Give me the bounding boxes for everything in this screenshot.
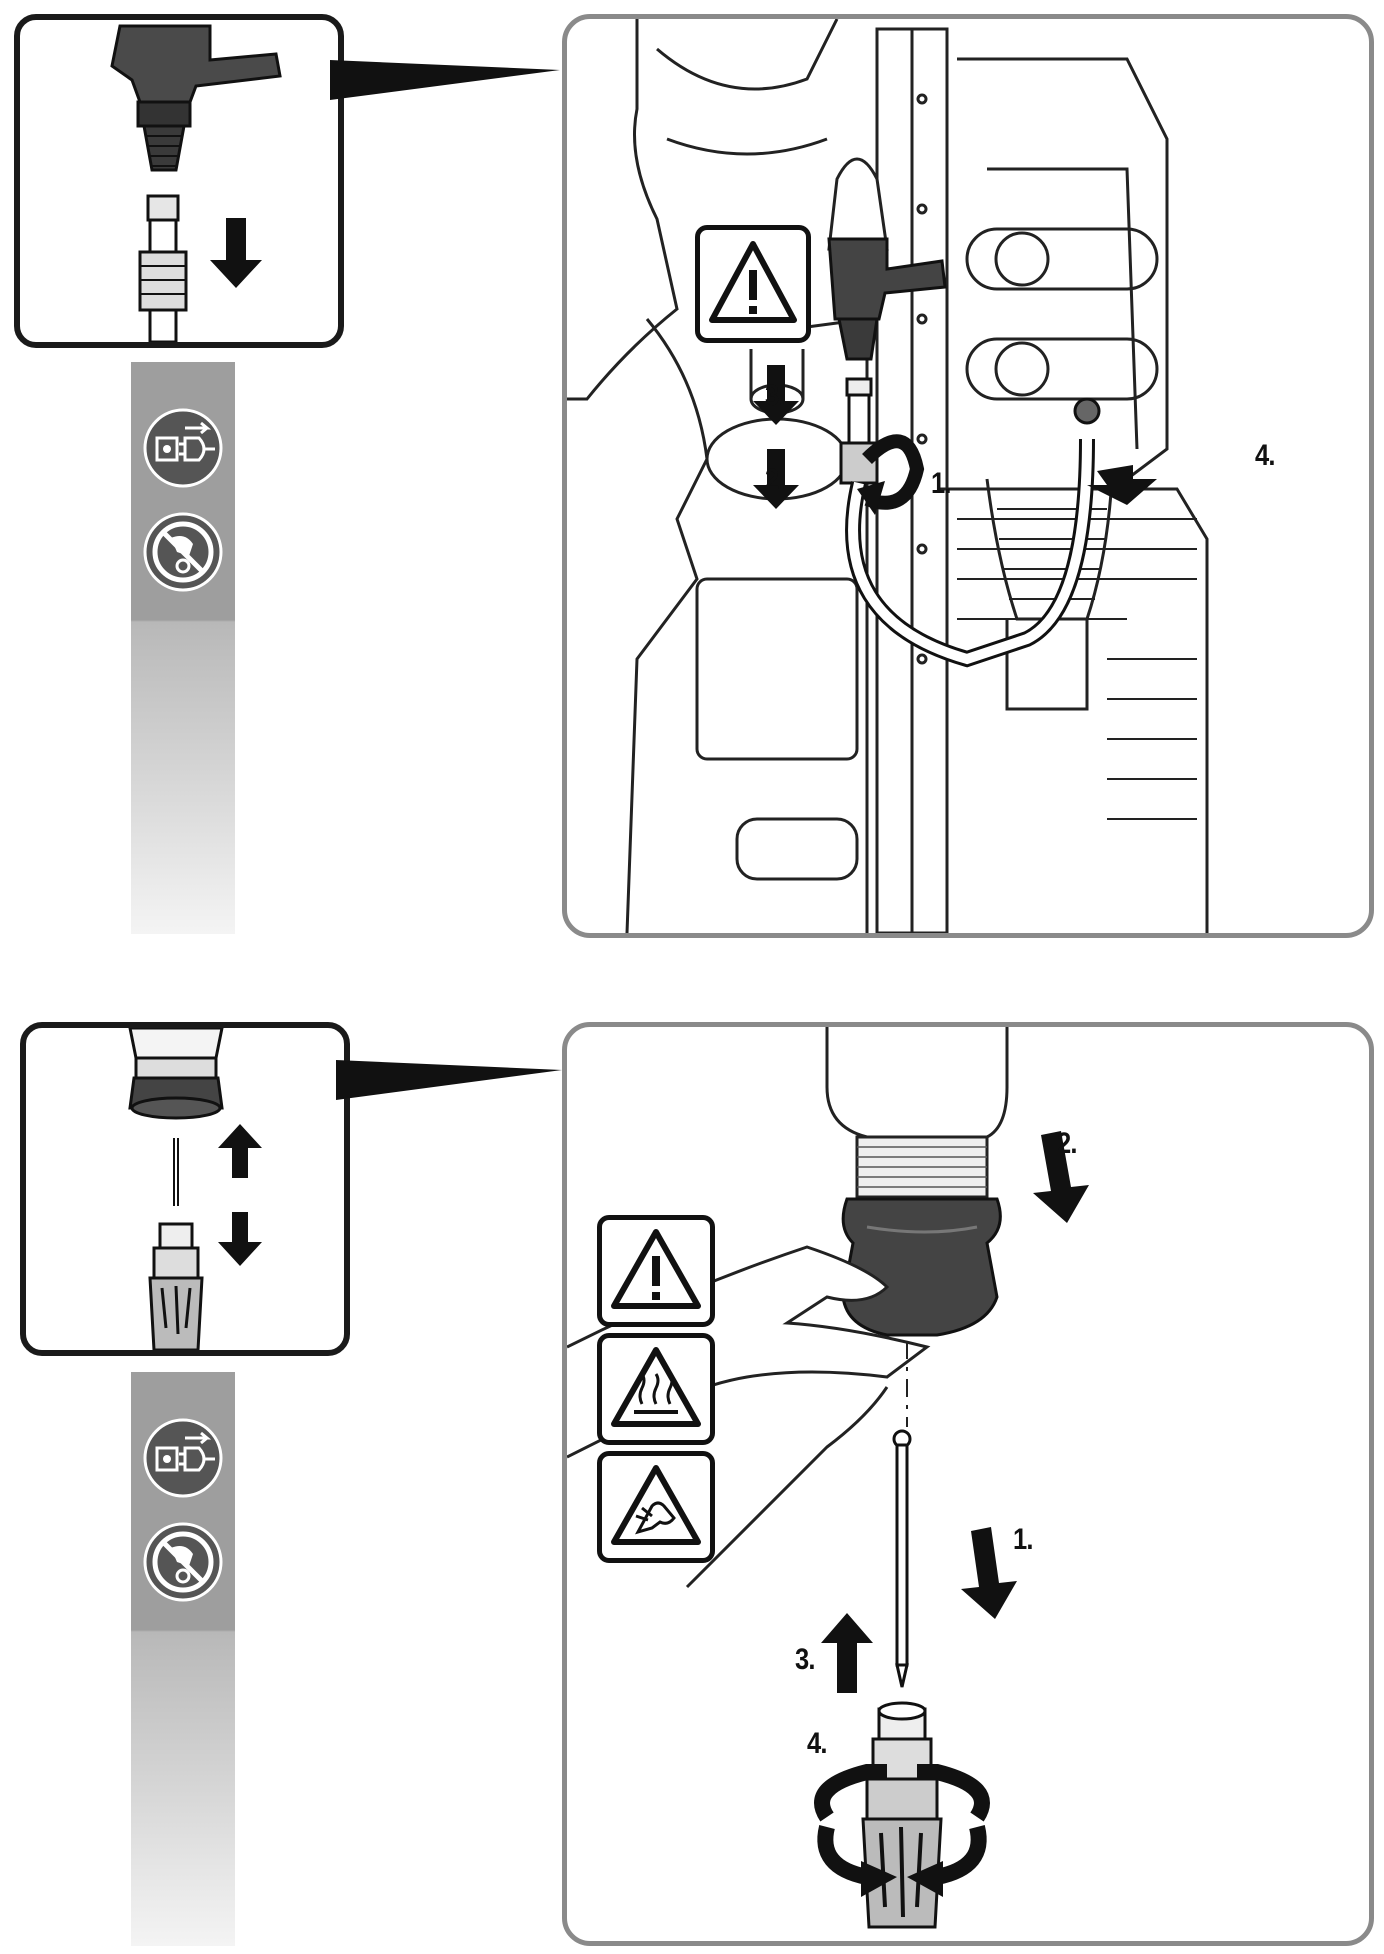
arrow-down-icon — [1033, 1131, 1089, 1223]
do-not-touch-rotating-parts-icon — [141, 1520, 225, 1604]
arrow-down-icon — [753, 449, 799, 509]
coolant-connector-detail-drawing — [110, 24, 282, 342]
step-label-4: 4. — [1255, 439, 1275, 472]
detail-inset-coolant-connector — [14, 14, 344, 348]
safety-icon-strip — [131, 1372, 235, 1946]
magnetic-drill-drawing — [567, 19, 1209, 933]
arrow-down-icon — [1087, 465, 1157, 505]
arrow-down-icon — [961, 1527, 1017, 1619]
arrow-up-icon — [218, 1124, 262, 1178]
step-label-3: 3. — [795, 1643, 815, 1676]
step-label-4: 4. — [807, 1727, 827, 1760]
arrow-down-icon — [210, 218, 262, 288]
main-illustration-coolant-hose-removal: 3. 2. 1. 4. — [562, 14, 1374, 938]
main-illustration-cutter-removal: 2. 1. 3. 4. — [562, 1022, 1374, 1946]
safety-icon-strip — [131, 362, 235, 934]
hot-surface-warning-icon — [597, 1333, 715, 1445]
step-label-2: 2. — [1057, 1127, 1077, 1160]
step-label-1: 1. — [1013, 1523, 1033, 1556]
unplug-from-power-icon — [141, 1416, 225, 1500]
do-not-touch-rotating-parts-icon — [141, 510, 225, 594]
step-label-2: 2. — [765, 463, 785, 496]
general-warning-icon — [597, 1215, 715, 1327]
general-warning-icon — [695, 225, 811, 343]
step-label-3: 3. — [765, 379, 785, 412]
unplug-from-power-icon — [141, 406, 225, 490]
detail-inset-pilot-pin-cutter — [20, 1022, 350, 1356]
arrow-up-icon — [821, 1613, 873, 1693]
arrow-down-icon — [753, 365, 799, 425]
arrow-down-icon — [218, 1212, 262, 1266]
pilot-pin-cutter-detail-drawing — [128, 1028, 262, 1350]
callout-pointer — [336, 1050, 562, 1120]
step-label-1: 1. — [931, 467, 951, 500]
callout-pointer — [330, 40, 560, 120]
sharp-cutting-edge-warning-icon — [597, 1451, 715, 1563]
